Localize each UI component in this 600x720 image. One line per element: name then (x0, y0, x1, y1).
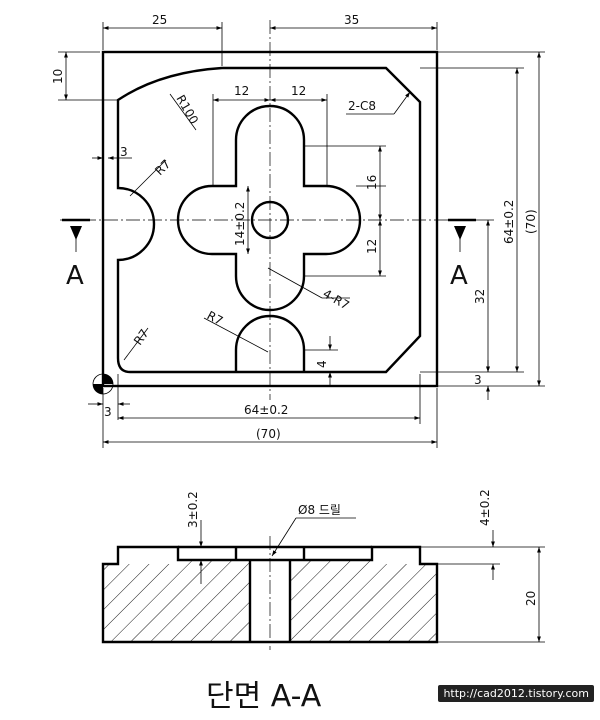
dim-left-10: 10 (51, 69, 65, 84)
pocket-outline (116, 66, 422, 374)
dim-3-bottom: 3 (104, 405, 112, 419)
dim-12-b: 12 (291, 84, 306, 98)
dim-r7-a: R7 (152, 157, 173, 178)
dim-70-h: (70) (256, 427, 281, 441)
dim-4: 4 (315, 360, 329, 368)
section-body-left (103, 560, 250, 642)
dim-16: 16 (365, 175, 379, 190)
dim-20: 20 (524, 591, 538, 606)
watermark: http://cad2012.tistory.com (438, 685, 594, 702)
section-caption: 단면 A-A (206, 679, 322, 714)
section-view: 3±0.2 Ø8 드릴 4±0.2 20 단면 A-A (101, 489, 545, 714)
dim-r100: R100 (173, 93, 201, 127)
dim-3-right: 3 (474, 373, 482, 387)
dim-3-left: 3 (120, 145, 128, 159)
bottom-notch (234, 314, 306, 372)
section-mark-left: A (66, 261, 84, 291)
cross-island (176, 104, 362, 312)
dim-12-v: 12 (365, 239, 379, 254)
section-body-right (290, 560, 437, 642)
dim-drill: Ø8 드릴 (298, 503, 341, 517)
dim-4-section: 4±0.2 (478, 489, 492, 526)
dim-4r7: 4-R7 (321, 286, 352, 312)
dim-r7-b: R7 (205, 308, 226, 328)
dim-14: 14±0.2 (233, 202, 247, 246)
dim-12-a: 12 (234, 84, 249, 98)
dim-64-v: 64±0.2 (502, 200, 516, 244)
top-view: A A 25 35 10 R100 12 12 2-C8 (51, 13, 545, 448)
section-mark-right: A (450, 261, 468, 291)
dim-64-h: 64±0.2 (244, 403, 288, 417)
dim-r7-c: R7 (131, 327, 152, 348)
dim-32: 32 (473, 289, 487, 304)
dim-top-right: 35 (344, 13, 359, 27)
dim-70-v: (70) (524, 209, 538, 234)
dim-chamfer: 2-C8 (348, 99, 376, 113)
dim-top-left: 25 (152, 13, 167, 27)
dim-3: 3±0.2 (186, 491, 200, 528)
